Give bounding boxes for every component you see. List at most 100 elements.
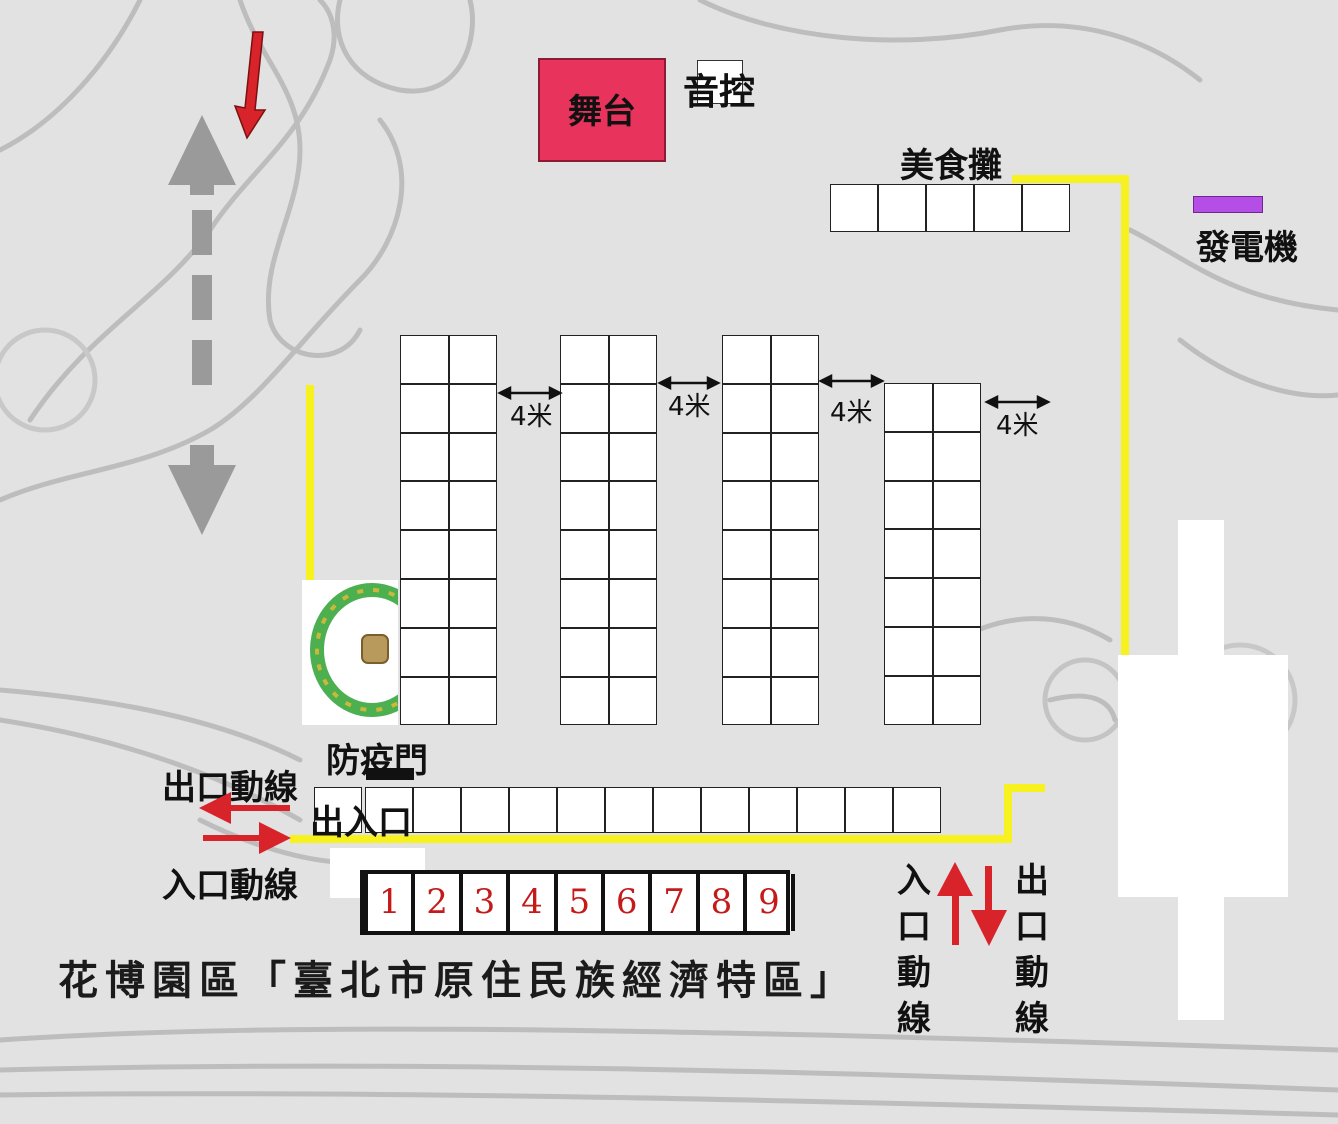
market-booth — [448, 676, 497, 726]
market-booth — [400, 335, 449, 384]
vertical-label-char: 線 — [897, 999, 931, 1039]
market-booth — [448, 481, 497, 531]
market-booth — [448, 383, 497, 433]
numbered-stall: 2 — [411, 874, 463, 931]
market-booth — [722, 481, 771, 531]
market-booth — [448, 432, 497, 482]
market-booth — [400, 579, 449, 628]
walkway-bottom — [290, 784, 1045, 843]
sound-control-label: 音控 — [683, 72, 756, 113]
market-booth — [400, 530, 449, 579]
generator-label: 發電機 — [1196, 228, 1298, 268]
food-stall — [926, 184, 974, 232]
market-booth — [770, 676, 819, 726]
gap-label-1: 4米 — [510, 402, 553, 432]
market-booth — [400, 481, 449, 531]
market-booth — [560, 383, 609, 433]
inbound-arrow-icon — [233, 31, 267, 140]
market-booth — [932, 578, 981, 627]
market-booth — [400, 627, 449, 677]
vertical-label-char: 出 — [1015, 861, 1049, 901]
market-booth — [722, 383, 771, 433]
market-booth — [770, 335, 819, 384]
market-booth — [608, 579, 657, 628]
market-booth — [722, 335, 771, 384]
bottom-stall — [509, 787, 557, 833]
market-booth — [884, 627, 933, 676]
market-booth — [448, 579, 497, 628]
vertical-label-char: 口 — [1015, 907, 1049, 947]
bottom-stall — [845, 787, 893, 833]
market-booth — [770, 627, 819, 677]
building-block-right-tall — [1178, 520, 1224, 1020]
market-booth — [608, 383, 657, 433]
market-booth — [560, 481, 609, 531]
market-booth — [884, 431, 933, 481]
market-booth — [722, 627, 771, 677]
stage: 舞台 — [538, 58, 666, 162]
market-booth — [770, 530, 819, 579]
market-booth — [770, 481, 819, 531]
vertical-label-char: 入 — [897, 861, 931, 901]
bottom-stall — [461, 787, 509, 833]
market-booth — [448, 335, 497, 384]
market-booth — [884, 578, 933, 627]
vertical-label-char: 動 — [1015, 953, 1049, 993]
food-stall — [974, 184, 1022, 232]
market-booth — [560, 432, 609, 482]
vertical-label-char: 口 — [897, 907, 931, 947]
entrance-gate-booth — [314, 787, 362, 833]
numbered-stall: 7 — [648, 874, 700, 931]
bottom-stall — [893, 787, 941, 833]
food-stall — [878, 184, 926, 232]
market-booth — [560, 530, 609, 579]
epidemic-gate-marker — [366, 768, 414, 780]
market-booth — [932, 431, 981, 481]
map-title: 花博園區「臺北市原住民族經濟特區」 — [58, 957, 857, 1004]
market-booth — [722, 432, 771, 482]
bottom-stall — [653, 787, 701, 833]
sound-control-booth — [697, 60, 743, 104]
market-booth — [722, 676, 771, 726]
bottom-stall — [557, 787, 605, 833]
market-booth — [770, 432, 819, 482]
numbered-stall: 4 — [506, 874, 558, 931]
bottom-stall — [701, 787, 749, 833]
market-booth — [400, 383, 449, 433]
market-booth — [722, 579, 771, 628]
market-booth — [608, 335, 657, 384]
market-booth — [932, 383, 981, 432]
bottom-stall — [605, 787, 653, 833]
market-booth — [448, 530, 497, 579]
market-booth — [608, 481, 657, 531]
bottom-stall — [797, 787, 845, 833]
walkway-right — [1012, 175, 1129, 660]
bottom-stall — [749, 787, 797, 833]
food-stall — [1022, 184, 1070, 232]
food-stalls-label: 美食攤 — [900, 146, 1002, 186]
numbered-stall: 3 — [458, 874, 511, 931]
gap-label-2: 4米 — [668, 392, 711, 422]
vertical-label-char: 動 — [897, 953, 931, 993]
vertical-label-char: 線 — [1015, 999, 1049, 1039]
market-booth — [608, 627, 657, 677]
flow-arrows-left — [199, 792, 291, 854]
market-booth — [608, 530, 657, 579]
market-booth — [884, 383, 933, 432]
market-booth — [932, 480, 981, 530]
numbered-stall: 1 — [364, 874, 416, 931]
numbered-stall: 5 — [553, 874, 605, 931]
gate-arch-icon — [310, 583, 398, 717]
market-booth — [932, 627, 981, 676]
market-booth — [770, 579, 819, 628]
two-way-path-arrow-icon — [168, 115, 236, 535]
gap-label-3: 4米 — [830, 398, 873, 428]
market-booth — [448, 627, 497, 677]
epidemic-gate-photo — [302, 580, 398, 725]
flow-arrows-right — [937, 862, 1007, 946]
market-booth — [770, 383, 819, 433]
